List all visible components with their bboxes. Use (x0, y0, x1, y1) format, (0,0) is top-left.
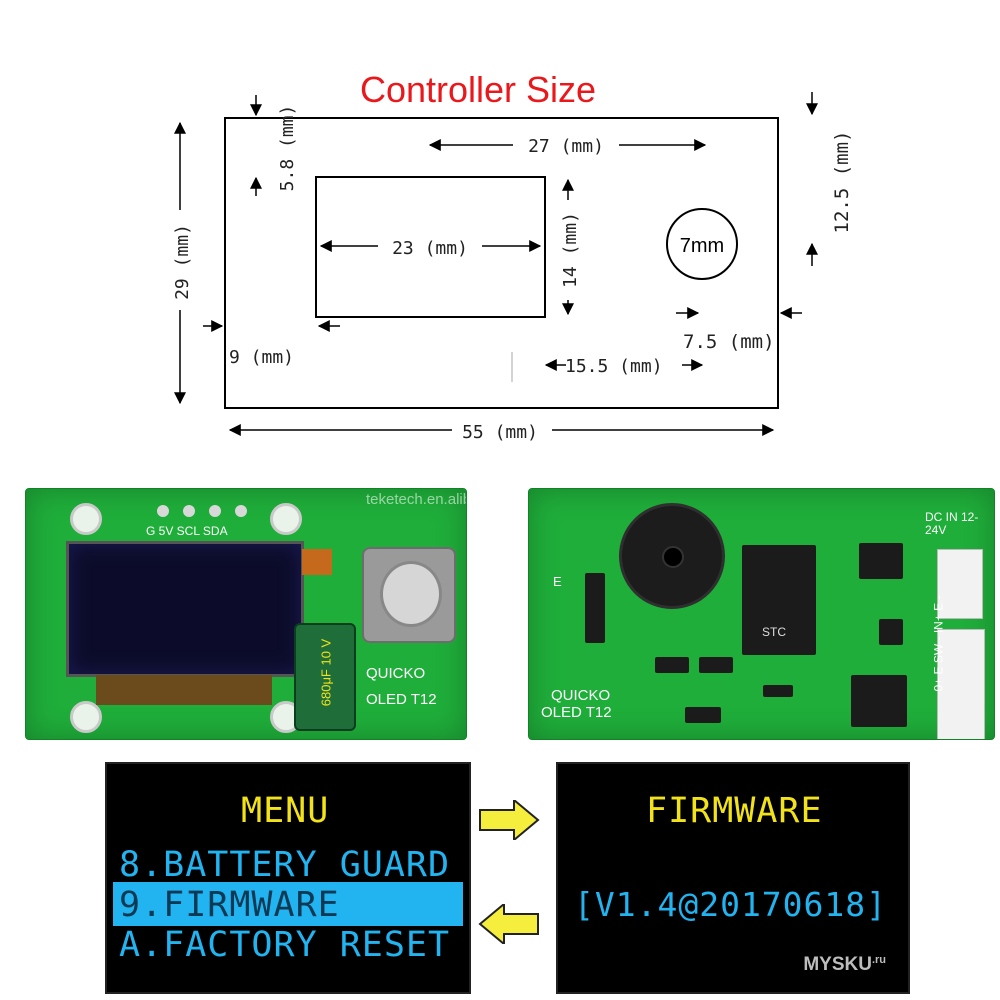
knob-hole (666, 208, 738, 280)
arrow-right-icon (479, 800, 540, 840)
brand-watermark-domain: .ru (871, 954, 886, 966)
firmware-version: [V1.4@20170618] (574, 885, 888, 924)
span-label: 27 (mm) (528, 136, 604, 157)
buzzer (619, 503, 725, 609)
back-e-label: E (553, 574, 562, 589)
menu-title: MENU (241, 791, 330, 831)
transistor-chip (655, 657, 689, 673)
handle-connector (937, 629, 985, 739)
back-pcb-photo: STC DC IN 12-24V 0+ E SW - IN+ E - E QUI… (528, 488, 995, 740)
transistor-chip (699, 657, 733, 673)
power-connector (937, 549, 983, 619)
mount-hole (70, 701, 102, 733)
header-pins (150, 505, 254, 519)
mount-hole (270, 503, 302, 535)
back-brand: QUICKO (551, 687, 611, 704)
screen-left-label: 9 (mm) (229, 347, 294, 368)
front-pcb-photo: G 5V SCL SDA 680μF 10 V QUICKO OLED T12 … (25, 488, 467, 740)
encoder-shaft (380, 561, 442, 627)
oled-module-screen (66, 541, 304, 677)
screen-top-label: 5.8 (mm) (277, 105, 298, 192)
mcu-label: STC (762, 625, 786, 639)
front-brand: QUICKO (366, 665, 426, 682)
board-outline (224, 117, 779, 409)
mosfet-chip (879, 619, 903, 645)
menu-item-firmware: 9.FIRMWARE (119, 885, 340, 925)
screen-height-label: 14 (mm) (560, 212, 581, 288)
knob-right-label: 7.5 (mm) (683, 331, 775, 353)
mount-hole (70, 503, 102, 535)
height-label: 29 (mm) (172, 224, 193, 300)
knob-top-label: 12.5 (mm) (831, 131, 853, 234)
front-model: OLED T12 (366, 691, 437, 708)
menu-item-factory-reset: A.FACTORY RESET (119, 925, 451, 965)
ic-chip (859, 543, 903, 579)
back-power-label: DC IN 12-24V (925, 510, 979, 537)
back-pin-labels: 0+ E SW - IN+ E - (931, 595, 946, 692)
width-label: 55 (mm) (462, 422, 538, 443)
capacitor: 680μF 10 V (294, 623, 356, 731)
screen-width-label: 23 (mm) (392, 238, 468, 259)
brand-watermark: MYSKU.ru (803, 954, 886, 976)
knob-bottom-label: 15.5 (mm) (565, 356, 663, 377)
resistor-chip (585, 573, 605, 643)
menu-item-selected-highlight (113, 882, 463, 926)
screen-window (315, 176, 546, 318)
oled-firmware-screen: FIRMWARE [V1.4@20170618] MYSKU.ru (556, 762, 910, 994)
diagram-title: Controller Size (360, 69, 596, 110)
menu-item-battery-guard: 8.BATTERY GUARD (119, 845, 451, 885)
mcu-chip: STC (742, 545, 816, 655)
oled-menu-screen: MENU 8.BATTERY GUARD 9.FIRMWARE A.FACTOR… (105, 762, 471, 994)
back-model: OLED T12 (541, 704, 612, 721)
resistor-chip (685, 707, 721, 723)
oled-ribbon (96, 675, 272, 705)
regulator-chip (851, 675, 907, 727)
controller-size-diagram: Controller Size 7mm 55 (mm) 29 (mm) 23 (… (168, 69, 853, 443)
front-pin-labels: G 5V SCL SDA (146, 524, 228, 538)
flex-cable (302, 549, 332, 575)
arrow-left-icon (478, 904, 539, 944)
resistor-chip (763, 685, 793, 697)
brand-watermark-text: MYSKU (803, 954, 872, 975)
firmware-title: FIRMWARE (646, 791, 823, 831)
capacitor-label: 680μF 10 V (318, 638, 334, 707)
knob-diameter-label: 7mm (680, 235, 724, 257)
watermark-text: teketech.en.alibaba.com (366, 491, 466, 508)
